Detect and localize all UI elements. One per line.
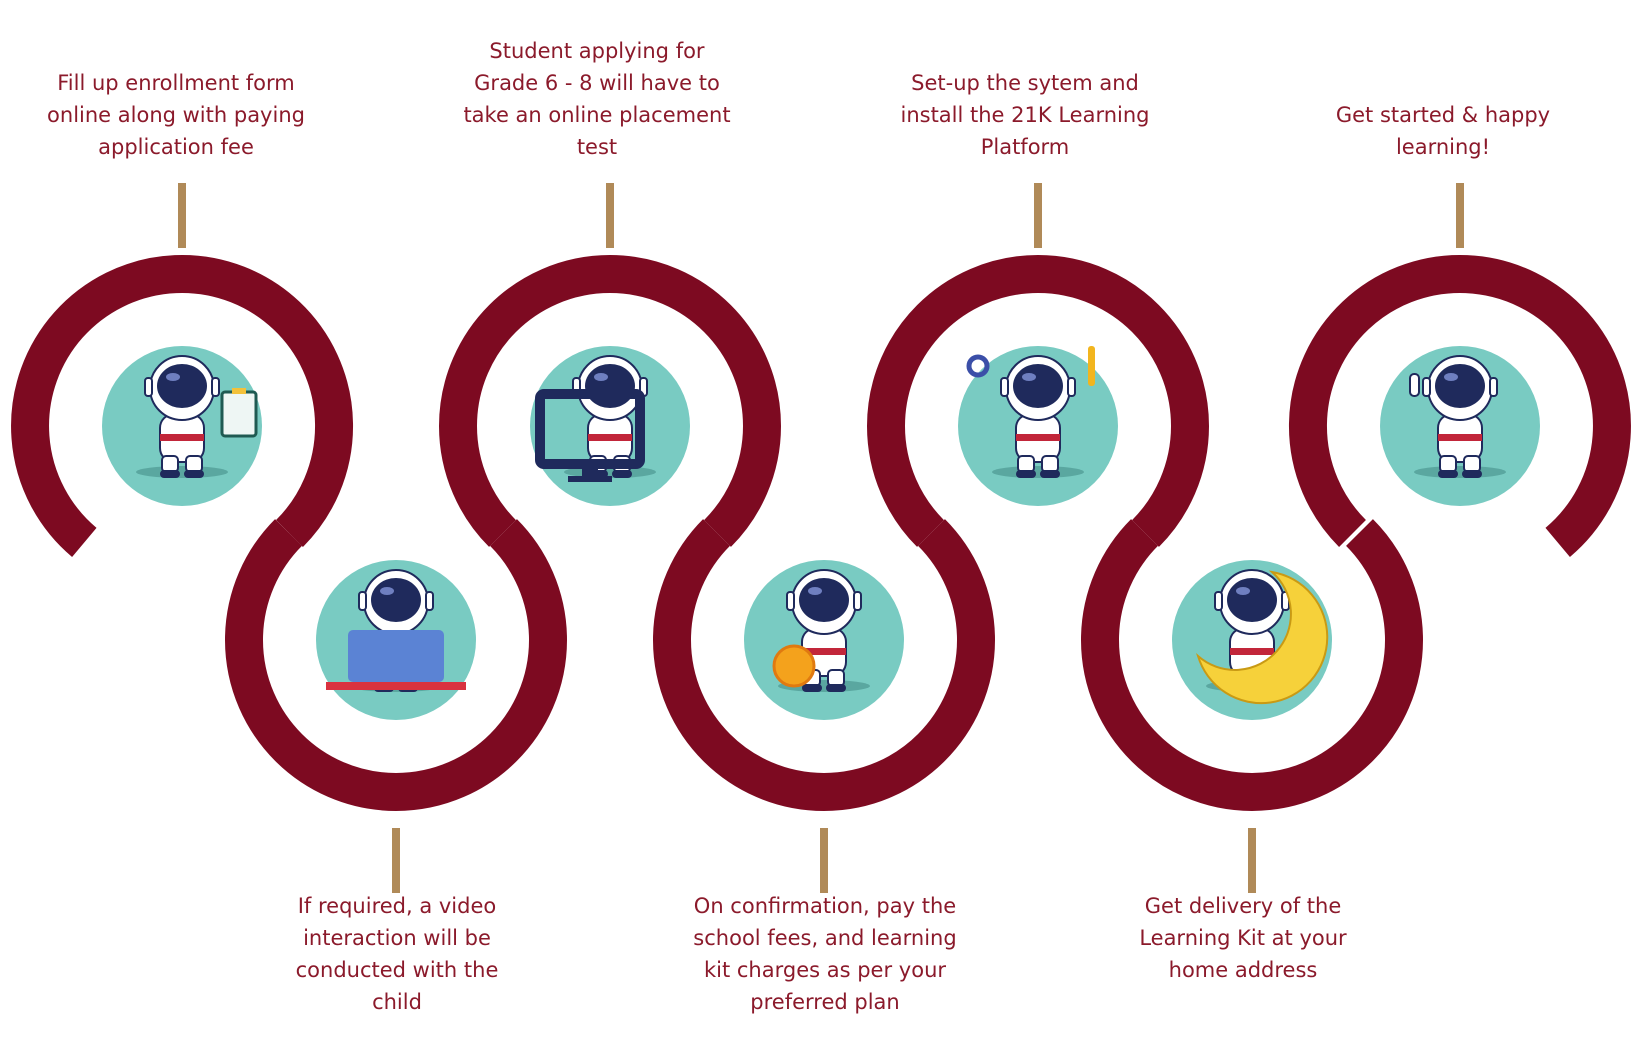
- visor-shine: [594, 373, 608, 381]
- left-boot: [802, 684, 822, 692]
- clipboard-icon: [220, 390, 258, 438]
- ear-left: [358, 591, 367, 611]
- step-2-connector: [392, 828, 400, 893]
- right-boot: [184, 470, 204, 478]
- left-boot: [1438, 470, 1458, 478]
- visor-shine: [1444, 373, 1458, 381]
- belt: [802, 648, 846, 655]
- ear-left: [1000, 377, 1009, 397]
- step-4-connector: [820, 828, 828, 893]
- step-5-connector: [1034, 183, 1042, 248]
- step-5-caption: Set-up the sytem and install the 21K Lea…: [900, 71, 1150, 159]
- visor-shine: [380, 587, 394, 595]
- ear-left: [786, 591, 795, 611]
- step-4-illustration: [744, 560, 904, 720]
- ear-right: [211, 377, 220, 397]
- right-leg: [1041, 455, 1059, 473]
- helmet-visor: [1435, 364, 1485, 408]
- right-boot: [826, 684, 846, 692]
- step-3-connector: [606, 183, 614, 248]
- ground-shadow: [136, 466, 228, 478]
- visor-shine: [1236, 587, 1250, 595]
- right-leg: [185, 455, 203, 473]
- belt: [1016, 434, 1060, 441]
- ground-shadow: [992, 466, 1084, 478]
- helmet-visor: [371, 578, 421, 622]
- coin-icon: [772, 644, 816, 688]
- ear-right: [1489, 377, 1498, 397]
- track-loop-4: [653, 519, 995, 811]
- ground-shadow: [1414, 466, 1506, 478]
- step-2-illustration: [316, 560, 476, 720]
- helmet-visor: [1227, 578, 1277, 622]
- ear-right: [853, 591, 862, 611]
- step-2-caption: If required, a video interaction will be…: [295, 894, 499, 1014]
- right-boot: [612, 470, 632, 478]
- step-6-caption: Get delivery of the Learning Kit at your…: [1139, 894, 1347, 982]
- left-boot: [1016, 470, 1036, 478]
- step-1-illustration: [102, 346, 262, 506]
- right-leg: [1463, 455, 1481, 473]
- helmet-visor: [799, 578, 849, 622]
- step-1-caption: Fill up enrollment form online along wit…: [47, 71, 305, 159]
- belt: [1438, 434, 1482, 441]
- step-1-connector: [178, 183, 186, 248]
- step-6-illustration: [1172, 560, 1332, 720]
- monitor-base-icon: [568, 476, 612, 482]
- ear-left: [1214, 591, 1223, 611]
- helmet-visor: [1013, 364, 1063, 408]
- left-boot: [160, 470, 180, 478]
- track-loop-3: [439, 255, 781, 547]
- visor-shine: [808, 587, 822, 595]
- track-loop-5: [867, 255, 1209, 547]
- belt: [160, 434, 204, 441]
- desk-icon: [326, 682, 466, 690]
- step-7-illustration: [1380, 346, 1540, 506]
- ear-right: [425, 591, 434, 611]
- left-leg: [1439, 455, 1457, 473]
- wrench-icon: [1088, 346, 1095, 386]
- step-7-connector: [1456, 183, 1464, 248]
- ear-left: [1422, 377, 1431, 397]
- belt: [1230, 648, 1274, 655]
- peace-hand-icon: [1409, 373, 1420, 397]
- helmet-visor: [157, 364, 207, 408]
- right-boot: [1462, 470, 1482, 478]
- ear-right: [1067, 377, 1076, 397]
- visor-shine: [166, 373, 180, 381]
- monitor-stand-icon: [582, 464, 598, 478]
- right-leg: [827, 669, 845, 687]
- track-loop-6: [1081, 519, 1423, 811]
- helmet-visor: [585, 364, 635, 408]
- gear-icon: [966, 354, 990, 378]
- step-6-connector: [1248, 828, 1256, 893]
- visor-shine: [1022, 373, 1036, 381]
- clip-icon: [232, 388, 246, 394]
- step-4-caption: On confirmation, pay the school fees, an…: [693, 894, 957, 1014]
- step-5-illustration: [958, 346, 1118, 506]
- left-leg: [161, 455, 179, 473]
- track-loop-7: [1288, 255, 1631, 557]
- step-3-caption: Student applying for Grade 6 - 8 will ha…: [463, 39, 731, 159]
- step-3-illustration: [530, 346, 690, 506]
- right-boot: [1040, 470, 1060, 478]
- track-loop-1: [11, 255, 354, 557]
- track-loop-2: [225, 519, 567, 811]
- laptop-icon: [348, 630, 444, 682]
- step-7-caption: Get started & happy learning!: [1335, 103, 1551, 159]
- belt: [588, 434, 632, 441]
- ear-left: [144, 377, 153, 397]
- moon-icon: [1196, 570, 1329, 705]
- left-leg: [1017, 455, 1035, 473]
